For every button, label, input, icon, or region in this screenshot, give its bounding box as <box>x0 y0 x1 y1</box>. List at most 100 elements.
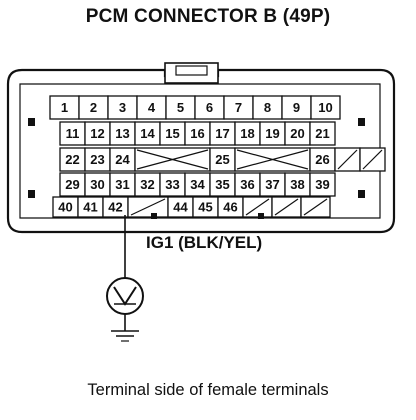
terminal-number: 29 <box>65 177 79 192</box>
terminal-cell: 41 <box>77 196 104 218</box>
terminal-number: 30 <box>90 177 104 192</box>
terminal-cell: 45 <box>192 196 219 218</box>
terminal-number: 13 <box>115 126 129 141</box>
terminal-cell: 34 <box>184 172 211 197</box>
terminal-number: 22 <box>65 152 79 167</box>
terminal-number: 24 <box>115 152 130 167</box>
terminal-number: 1 <box>61 100 68 115</box>
terminal-number: 11 <box>66 126 80 141</box>
terminal-cell: 38 <box>284 172 311 197</box>
terminal-number: 5 <box>177 100 184 115</box>
terminal-cell: 20 <box>284 121 311 146</box>
terminal-number: 33 <box>165 177 179 192</box>
terminal-number: 42 <box>108 200 122 215</box>
terminal-cell: 42 <box>102 196 129 218</box>
unused-terminal-slash <box>127 196 169 218</box>
terminal-number: 9 <box>293 100 300 115</box>
terminal-number: 4 <box>148 100 156 115</box>
terminal-cell: 16 <box>184 121 211 146</box>
terminal-cell: 23 <box>84 147 111 172</box>
terminal-number: 23 <box>90 152 104 167</box>
terminal-number: 20 <box>290 126 304 141</box>
key-notch <box>151 213 157 219</box>
terminal-cell: 1 <box>49 95 80 120</box>
unused-terminal-slash <box>271 196 302 218</box>
voltmeter-icon <box>106 277 144 315</box>
terminal-cell: 12 <box>84 121 111 146</box>
terminal-cell-highlighted: 3 <box>107 95 138 120</box>
key-notch <box>258 213 264 219</box>
caption: Terminal side of female terminals <box>87 381 329 399</box>
terminal-number: 18 <box>240 126 254 141</box>
terminal-cell: 18 <box>234 121 261 146</box>
terminal-number: 40 <box>58 200 72 215</box>
terminal-cell: 5 <box>165 95 196 120</box>
terminal-cell: 9 <box>281 95 312 120</box>
unused-terminal-cross <box>234 147 311 172</box>
terminal-cell: 11 <box>59 121 86 146</box>
terminal-cell: 22 <box>59 147 86 172</box>
unused-terminal-slash <box>334 147 361 172</box>
terminal-number: 45 <box>198 200 212 215</box>
terminal-number: 16 <box>190 126 204 141</box>
terminal-cell: 39 <box>309 172 336 197</box>
terminal-cell: 6 <box>194 95 225 120</box>
terminal-cell: 30 <box>84 172 111 197</box>
terminal-number: 21 <box>315 126 329 141</box>
terminal-number: 39 <box>315 177 329 192</box>
terminal-number: 7 <box>235 100 242 115</box>
terminal-cell: 37 <box>259 172 286 197</box>
terminal-number: 26 <box>315 152 329 167</box>
terminal-cell: 8 <box>252 95 283 120</box>
terminal-cell: 36 <box>234 172 261 197</box>
terminal-cell: 15 <box>159 121 186 146</box>
unused-terminal-slash <box>300 196 331 218</box>
terminal-number: 15 <box>165 126 179 141</box>
terminal-cell: 14 <box>134 121 161 146</box>
signal-label: IG1 (BLK/YEL) <box>146 233 263 252</box>
connector-housing <box>6 68 396 234</box>
terminal-number: 32 <box>140 177 154 192</box>
terminal-cell: 26 <box>309 147 336 172</box>
terminal-cell: 17 <box>209 121 236 146</box>
ground-icon <box>111 330 139 342</box>
terminal-cell: 24 <box>109 147 136 172</box>
terminal-number: 10 <box>318 100 332 115</box>
terminal-cell: 13 <box>109 121 136 146</box>
terminal-number: 2 <box>90 100 97 115</box>
terminal-cell: 46 <box>217 196 244 218</box>
terminal-number: 36 <box>240 177 254 192</box>
terminal-number: 38 <box>290 177 304 192</box>
terminal-cell: 19 <box>259 121 286 146</box>
terminal-cell: 33 <box>159 172 186 197</box>
terminal-cell: 44 <box>167 196 194 218</box>
terminal-cell: 2 <box>78 95 109 120</box>
terminal-number: 19 <box>265 126 279 141</box>
terminal-number: 34 <box>190 177 205 192</box>
connector-title: PCM CONNECTOR B (49P) <box>85 6 331 27</box>
terminal-number: 12 <box>90 126 104 141</box>
connector-latch <box>164 62 219 84</box>
terminal-number: 41 <box>83 200 97 215</box>
unused-terminal-slash <box>242 196 273 218</box>
terminal-number: 25 <box>215 152 229 167</box>
terminal-cell: 4 <box>136 95 167 120</box>
terminal-number: 8 <box>264 100 271 115</box>
terminal-number: 3 <box>119 100 126 115</box>
unused-terminal-cross <box>134 147 211 172</box>
terminal-number: 17 <box>215 126 229 141</box>
terminal-cell: 31 <box>109 172 136 197</box>
terminal-cell: 32 <box>134 172 161 197</box>
terminal-number: 35 <box>215 177 229 192</box>
terminal-cell: 25 <box>209 147 236 172</box>
terminal-cell: 29 <box>59 172 86 197</box>
terminal-cell: 7 <box>223 95 254 120</box>
terminal-number: 6 <box>206 100 213 115</box>
terminal-cell: 21 <box>309 121 336 146</box>
terminal-number: 31 <box>115 177 129 192</box>
unused-terminal-slash <box>359 147 386 172</box>
terminal-number: 46 <box>223 200 237 215</box>
terminal-number: 44 <box>173 200 188 215</box>
